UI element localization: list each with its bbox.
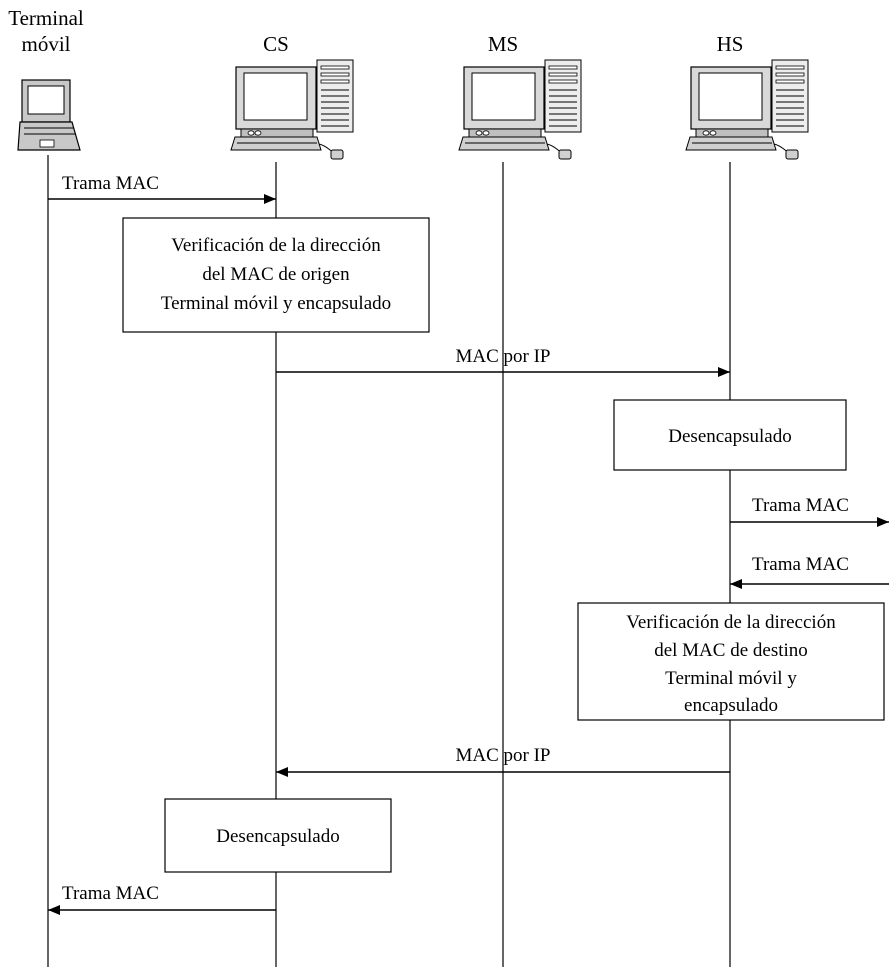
hs-label: HS — [717, 32, 744, 56]
process-box-line: Verificación de la dirección — [171, 235, 381, 256]
cs-label: CS — [263, 32, 289, 56]
process-box-line: encapsulado — [684, 695, 778, 716]
process-box-line: Verificación de la dirección — [626, 612, 836, 633]
message-label: Trama MAC — [62, 173, 159, 194]
process-box-line: del MAC de origen — [202, 264, 350, 285]
laptop-icon — [17, 79, 81, 151]
message-label: MAC por IP — [455, 745, 550, 766]
ms-label: MS — [488, 32, 518, 56]
process-box — [577, 602, 885, 721]
process-box-line: del MAC de destino — [654, 640, 808, 661]
message-label: MAC por IP — [455, 346, 550, 367]
terminal-label-line2: móvil — [21, 32, 70, 56]
computer-icon — [458, 59, 582, 160]
process-box — [164, 798, 392, 873]
computer-icon — [685, 59, 809, 160]
computer-icon — [230, 59, 354, 160]
process-box — [122, 217, 430, 333]
message-label: Trama MAC — [752, 495, 849, 516]
process-box-line: Desencapsulado — [216, 826, 339, 847]
process-box — [613, 399, 847, 471]
message-label: Trama MAC — [62, 883, 159, 904]
message-label: Trama MAC — [752, 554, 849, 575]
process-box-line: Terminal móvil y — [665, 668, 797, 689]
process-box-line: Terminal móvil y encapsulado — [161, 293, 391, 314]
terminal-label-line1: Terminal — [8, 6, 84, 30]
process-box-line: Desencapsulado — [668, 426, 791, 447]
